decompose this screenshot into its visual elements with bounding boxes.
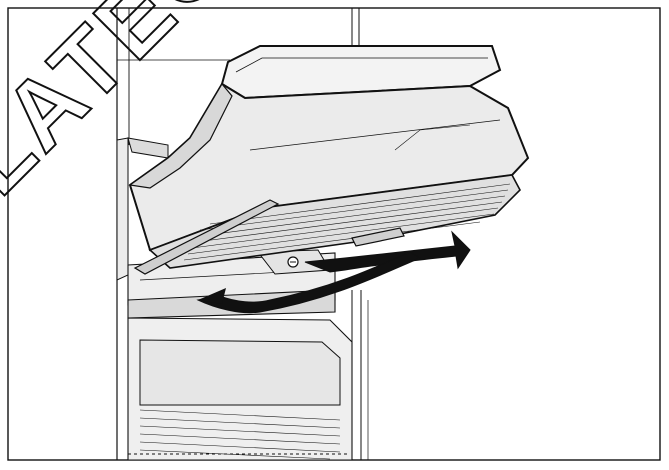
drawer-rear-rail	[351, 227, 405, 247]
drawer-side	[128, 82, 233, 189]
crisper-grille	[139, 409, 341, 460]
crisper-drawer	[139, 339, 341, 406]
tilted-drawer	[128, 45, 530, 275]
upper-compartment	[116, 137, 129, 281]
drawer-front-rail	[133, 199, 280, 275]
arrow-upper	[304, 230, 471, 273]
drawer-ribs	[183, 183, 511, 261]
arrow-lower-tip	[198, 288, 226, 304]
drawer-bottom	[148, 174, 521, 269]
